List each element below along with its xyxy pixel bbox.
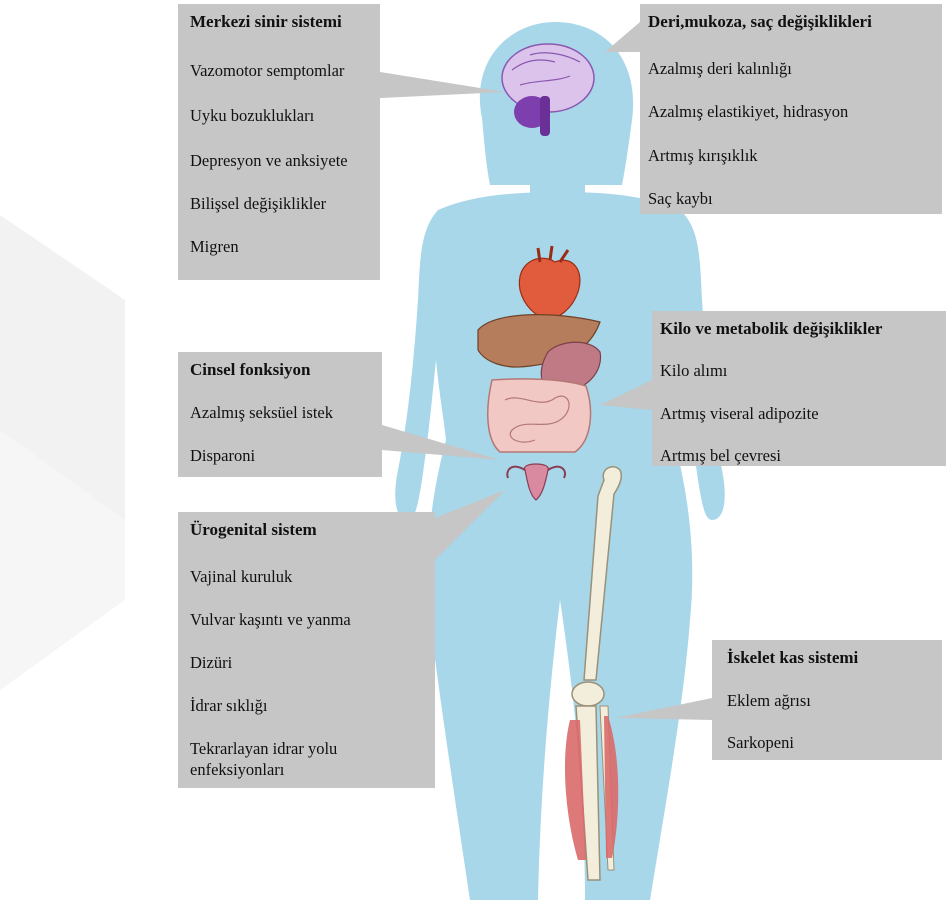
sexual-title: Cinsel fonksiyon (190, 360, 310, 380)
urogenital-item: İdrar sıklığı (190, 695, 267, 716)
urogenital-item: Vulvar kaşıntı ve yanma (190, 609, 351, 630)
urogenital-title: Ürogenital sistem (190, 520, 317, 540)
pointer-skin (605, 22, 640, 52)
weight-item: Artmış bel çevresi (660, 445, 781, 466)
sexual-item: Azalmış seksüel istek (190, 402, 333, 423)
cns-item: Vazomotor semptomlar (190, 60, 344, 81)
urogenital-box: Ürogenital sistem Vajinal kuruluk Vulvar… (178, 512, 435, 788)
urogenital-item: Dizüri (190, 652, 232, 673)
skin-item: Azalmış deri kalınlığı (648, 58, 792, 79)
skeletal-item: Sarkopeni (727, 732, 794, 753)
weight-box: Kilo ve metabolik değişiklikler Kilo alı… (652, 311, 946, 466)
skeletal-title: İskelet kas sistemi (727, 648, 858, 668)
weight-title: Kilo ve metabolik değişiklikler (660, 319, 882, 339)
cns-title: Merkezi sinir sistemi (190, 12, 342, 32)
skeletal-box: İskelet kas sistemi Eklem ağrısı Sarkope… (712, 640, 942, 760)
intestines-illustration (488, 379, 591, 452)
cns-item: Bilişsel değişiklikler (190, 193, 326, 214)
skeletal-item: Eklem ağrısı (727, 690, 811, 711)
weight-item: Kilo alımı (660, 360, 727, 381)
skin-item: Azalmış elastikiyet, hidrasyon (648, 101, 848, 122)
skin-item: Saç kaybı (648, 188, 713, 209)
cns-item: Migren (190, 236, 239, 257)
cns-item: Uyku bozuklukları (190, 105, 314, 126)
skin-title: Deri,mukoza, saç değişiklikleri (648, 12, 872, 32)
urogenital-item: Vajinal kuruluk (190, 566, 292, 587)
sexual-box: Cinsel fonksiyon Azalmış seksüel istek D… (178, 352, 382, 477)
cns-item: Depresyon ve anksiyete (190, 150, 348, 171)
weight-item: Artmış viseral adipozite (660, 403, 819, 424)
cns-box: Merkezi sinir sistemi Vazomotor semptoml… (178, 4, 380, 280)
urogenital-item: Tekrarlayan idrar yolu enfeksiyonları (190, 738, 410, 780)
sexual-item: Disparoni (190, 445, 255, 466)
skin-box: Deri,mukoza, saç değişiklikleri Azalmış … (640, 4, 942, 214)
skin-item: Artmış kırışıklık (648, 145, 758, 166)
